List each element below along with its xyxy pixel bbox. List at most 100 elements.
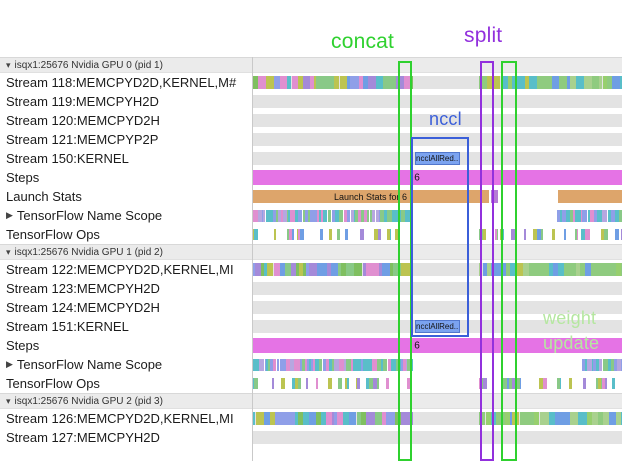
event-segment: [382, 359, 388, 371]
event-segment: [581, 210, 583, 222]
event-segment: [505, 263, 511, 276]
kernel-events[interactable]: [252, 412, 413, 425]
event-segment: [603, 359, 608, 371]
process-header-row: ▾isqx1:25676 Nvidia GPU 1 (pid 2): [0, 244, 622, 260]
timeline-track[interactable]: [252, 206, 622, 225]
timeline-track[interactable]: [252, 409, 622, 428]
event-segment: [401, 359, 404, 371]
event-segment: [574, 210, 579, 222]
event-segment: [367, 359, 372, 371]
expand-arrow-icon[interactable]: ▶: [6, 359, 13, 369]
timeline-track[interactable]: [252, 225, 622, 244]
tf-op-events[interactable]: [479, 229, 622, 240]
event-segment: [569, 412, 578, 425]
timeline-track[interactable]: [252, 428, 622, 447]
event-segment: [567, 76, 570, 89]
name-scope-events[interactable]: [252, 210, 413, 222]
event-segment: [338, 359, 344, 371]
event-segment: [318, 210, 321, 222]
event-segment: [346, 76, 351, 89]
name-scope-events[interactable]: [557, 210, 622, 222]
event-label: 6: [414, 340, 420, 351]
process-header-row: ▾isqx1:25676 Nvidia GPU 0 (pid 1): [0, 57, 622, 73]
event-segment: [483, 378, 487, 389]
event-segment: [620, 76, 622, 89]
step-bar[interactable]: 6: [252, 170, 622, 185]
event-segment: [533, 412, 539, 425]
event-segment: [347, 378, 349, 389]
kernel-events[interactable]: [479, 412, 622, 425]
timeline-track[interactable]: ncclAllRed...: [252, 149, 622, 168]
name-scope-events[interactable]: [582, 359, 622, 371]
timeline-track[interactable]: 6: [252, 168, 622, 187]
collapse-arrow-icon[interactable]: ▾: [6, 246, 11, 257]
event-segment: [502, 229, 505, 240]
tf-op-events[interactable]: [252, 229, 413, 240]
step-bar[interactable]: 6: [252, 338, 622, 353]
row-label-text: Stream 124:MEMCPYD2H: [6, 300, 160, 315]
event-segment: [319, 229, 324, 240]
event-segment: [483, 263, 487, 276]
event-segment: [298, 263, 303, 276]
event-segment: [494, 263, 499, 276]
timeline-track[interactable]: [252, 111, 622, 130]
timeline-track[interactable]: [252, 73, 622, 92]
event-segment: [294, 378, 299, 389]
tf-op-events[interactable]: [479, 378, 622, 389]
event-segment: [315, 412, 322, 425]
event-segment: [353, 359, 358, 371]
kernel-events[interactable]: [479, 76, 622, 89]
event-segment: [600, 229, 605, 240]
timeline-track[interactable]: [252, 279, 622, 298]
timeline-track[interactable]: [252, 355, 622, 374]
collapse-arrow-icon[interactable]: ▾: [6, 59, 11, 70]
timeline-track[interactable]: [252, 374, 622, 393]
event-segment: [277, 359, 279, 371]
launch-stats-bar[interactable]: [558, 190, 622, 203]
event-segment: [280, 412, 289, 425]
event-segment: [542, 263, 550, 276]
timeline-track[interactable]: [252, 260, 622, 279]
event-segment: [566, 229, 573, 240]
kernel-events[interactable]: [479, 263, 622, 276]
event-segment: [267, 263, 274, 276]
event-segment: [552, 263, 559, 276]
collapse-arrow-icon[interactable]: ▾: [6, 395, 11, 406]
timeline-track[interactable]: [252, 130, 622, 149]
row-label: Stream 121:MEMCPYP2P: [0, 130, 252, 149]
event-segment: [558, 263, 565, 276]
event-segment: [382, 263, 391, 276]
expand-arrow-icon[interactable]: ▶: [6, 210, 13, 220]
timeline-track[interactable]: [252, 298, 622, 317]
event-segment: [367, 210, 370, 222]
trace-rows: ▾isqx1:25676 Nvidia GPU 0 (pid 1) Stream …: [0, 57, 622, 447]
nccl-allreduce-event[interactable]: ncclAllRed...: [415, 152, 460, 165]
timeline-track[interactable]: [252, 92, 622, 111]
name-scope-events[interactable]: [252, 359, 413, 371]
event-segment: [404, 76, 411, 89]
event-segment: [296, 229, 299, 240]
tf-op-events[interactable]: [252, 378, 413, 389]
event-segment: [405, 210, 409, 222]
row-label: TensorFlow Ops: [0, 225, 252, 244]
event-segment: [620, 378, 622, 389]
timeline-track[interactable]: Launch Stats for 6: [252, 187, 622, 206]
event-segment: [538, 378, 543, 389]
event-segment: [559, 378, 561, 389]
kernel-events[interactable]: [252, 263, 413, 276]
launch-stats-bar[interactable]: Launch Stats for 6: [252, 190, 489, 203]
launch-stats-sliver[interactable]: [491, 190, 498, 203]
event-segment: [358, 210, 362, 222]
event-segment: [316, 76, 326, 89]
timeline-track[interactable]: 6: [252, 336, 622, 355]
event-segment: [566, 263, 572, 276]
event-segment: [266, 359, 269, 371]
event-segment: [612, 378, 616, 389]
timeline-track[interactable]: ncclAllRed...: [252, 317, 622, 336]
event-segment: [365, 263, 372, 276]
event-segment: [369, 378, 374, 389]
event-segment: [584, 229, 587, 240]
kernel-events[interactable]: [252, 76, 413, 89]
event-segment: [335, 210, 340, 222]
nccl-allreduce-event[interactable]: ncclAllRed...: [415, 320, 460, 333]
